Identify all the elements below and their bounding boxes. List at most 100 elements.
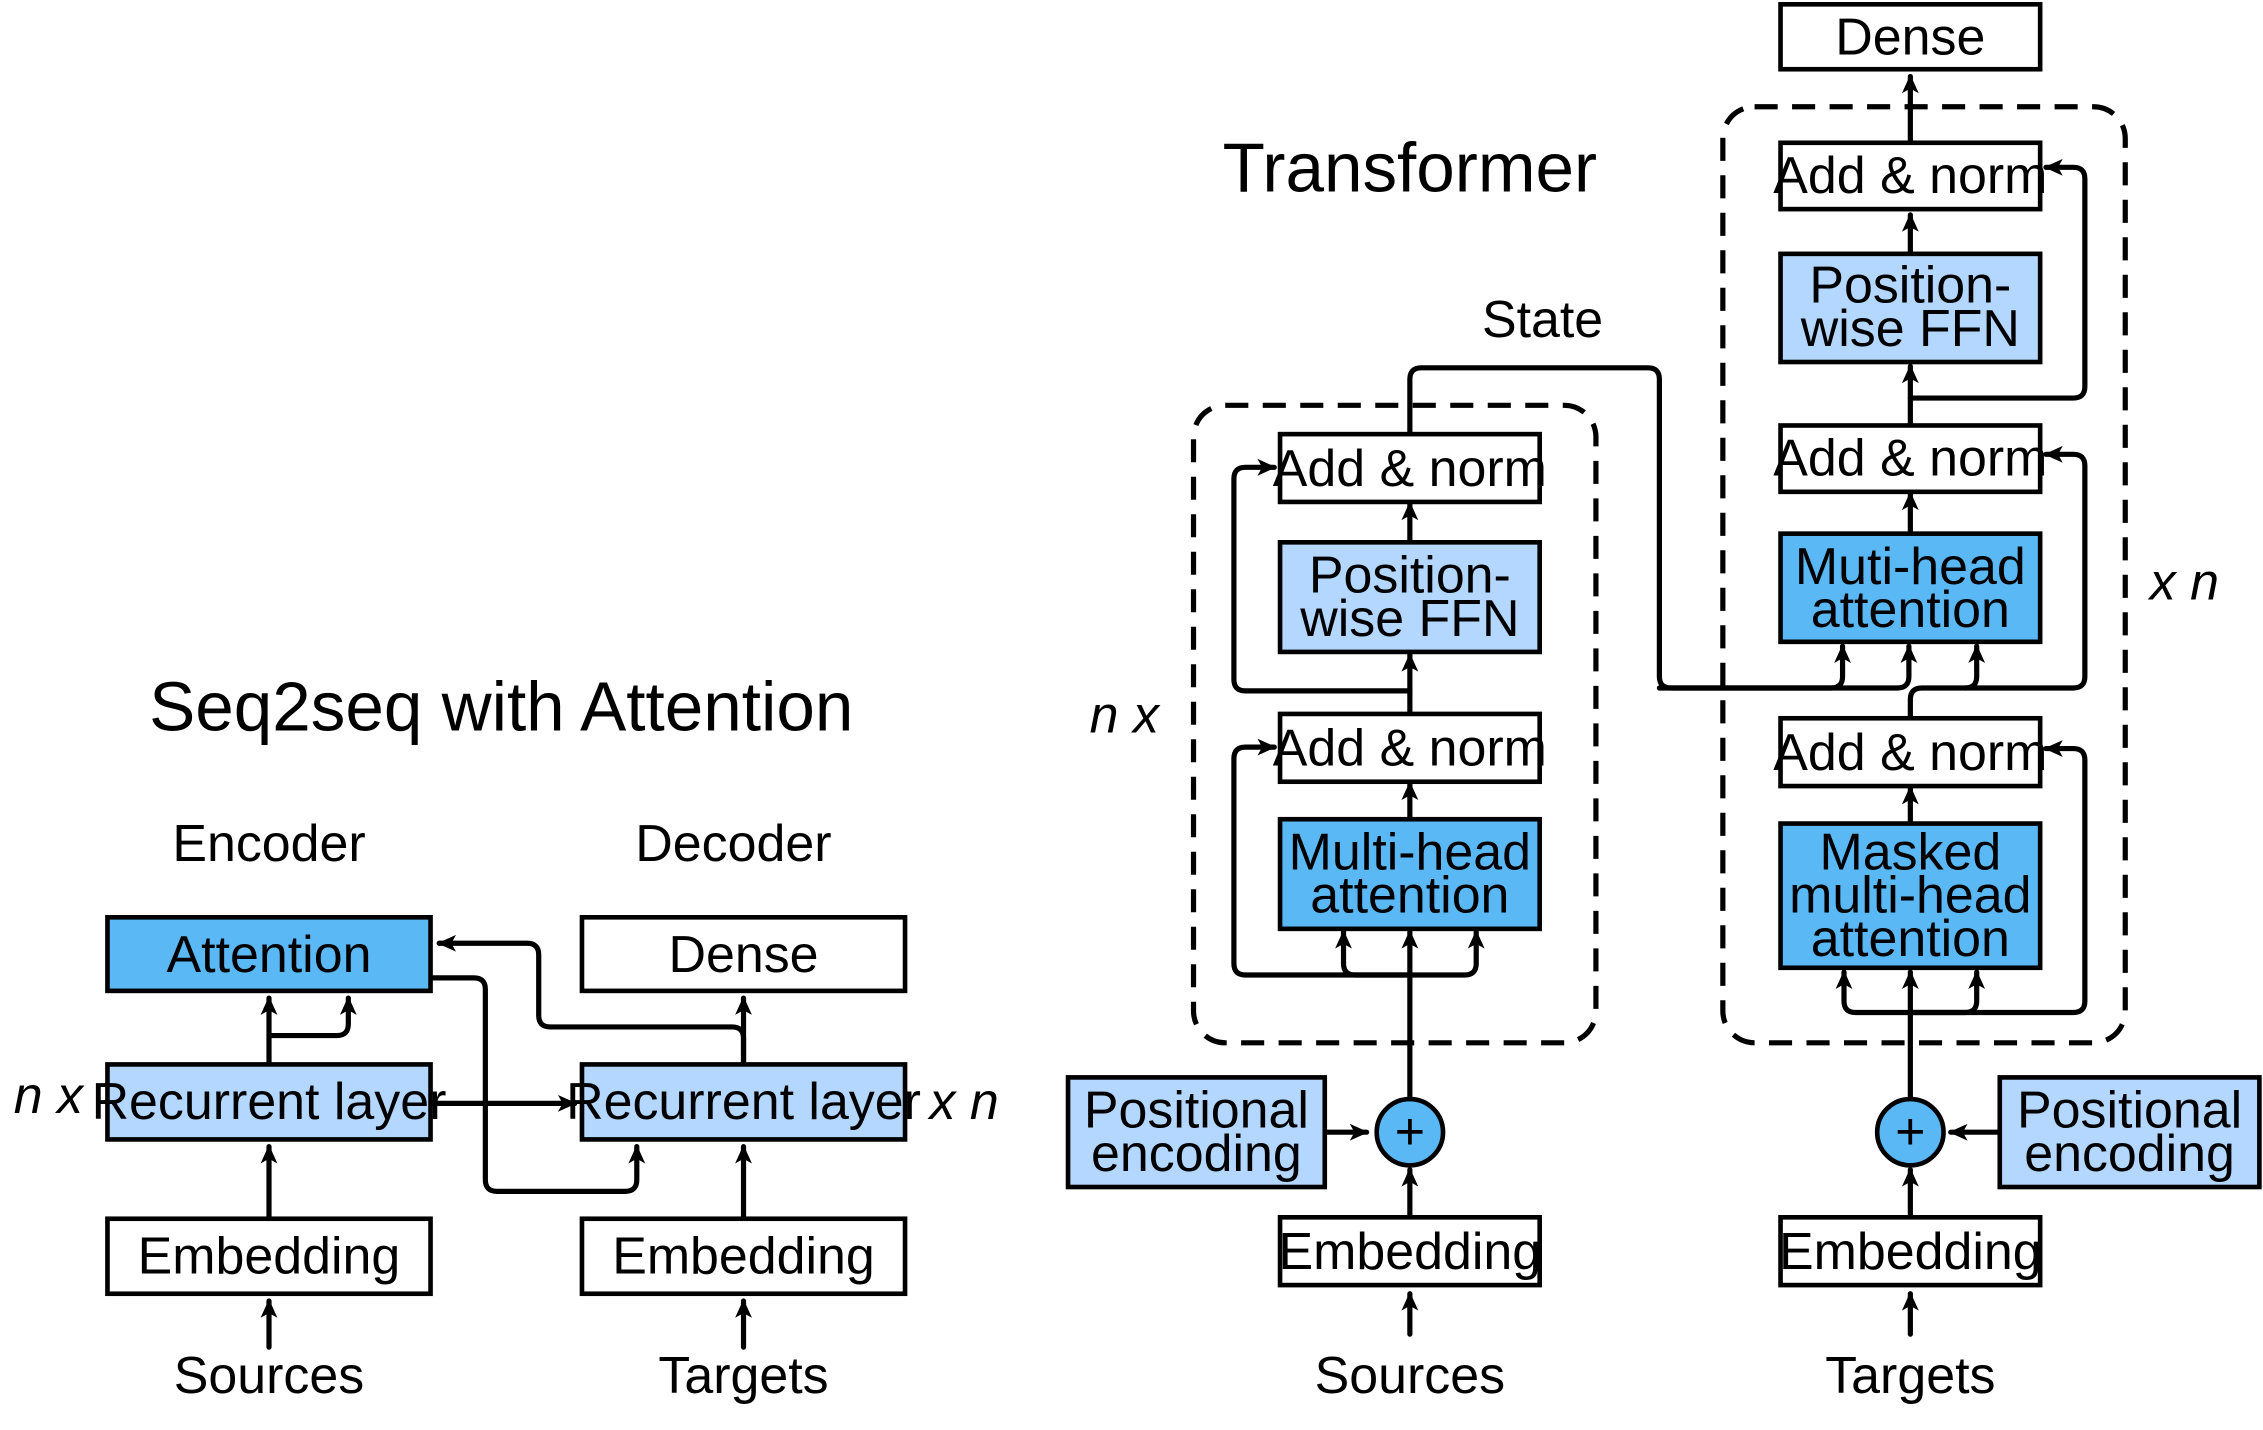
arrow-mha-input-v [1407, 929, 1485, 978]
dec-addnorm-bottom-label: Add & norm [1773, 724, 2047, 782]
dec-positional-box [1997, 1075, 2262, 1190]
dec-mha-label-line2: attention [1811, 581, 2010, 639]
dec-addnorm-mid-block: Add & norm [1773, 423, 2047, 495]
dec-embedding-box [1778, 1215, 2043, 1288]
enc-mha-label-line2: attention [1310, 867, 1509, 925]
enc-ffn-block: Position- wise FFN [1277, 540, 1542, 655]
decoder-repeat-label: x n [2147, 554, 2219, 612]
dec-mha-label-line1: Muti-head [1795, 538, 2026, 596]
enc-mha-block: Multi-head attention [1277, 816, 1542, 932]
dec-mha-block: Muti-head attention [1778, 531, 2043, 645]
dec-addnorm-bottom-block: Add & norm [1773, 715, 2047, 789]
dec-embedding-block: Embedding [1778, 1215, 2043, 1288]
dec-mha-box [1778, 531, 2043, 645]
enc-addnorm-bottom-label: Add & norm [1273, 720, 1547, 778]
decoder-embedding-block: Embedding [579, 1216, 908, 1297]
state-to-decoder-attention [1407, 365, 1918, 691]
encoder-recurrent-label: Recurrent layer [92, 1073, 447, 1131]
residual-mha [1231, 738, 1413, 978]
enc-positional-block: Positional encoding [1065, 1075, 1328, 1190]
encoder-embedding-label: Embedding [138, 1227, 401, 1285]
dec-masked-box [1778, 821, 2043, 971]
decoder-embedding-label: Embedding [612, 1227, 875, 1285]
arrow-attention-context-to-decoder [429, 975, 646, 1194]
arrow-addnorm-to-mha-q [1907, 643, 1986, 720]
encoder-recurrent-block: Recurrent layer [92, 1062, 447, 1142]
enc-plus-node: + [1374, 1096, 1446, 1168]
seq2seq-connectors [260, 934, 752, 1350]
targets-label: Targets [658, 1347, 828, 1405]
residual-masked [1907, 740, 2088, 1016]
enc-positional-label-line1: Positional [1084, 1082, 1309, 1140]
arrow-mha-input-k [1335, 929, 1413, 978]
enc-mha-label-line1: Multi-head [1289, 823, 1531, 881]
dec-dense-box [1778, 2, 2043, 72]
state-label: State [1482, 291, 1603, 349]
dec-dense-block: Dense [1778, 2, 2043, 72]
dec-positional-block: Positional encoding [1997, 1075, 2262, 1190]
dec-addnorm-mid-box [1778, 423, 2043, 495]
dec-plus-label: + [1895, 1103, 1925, 1161]
transformer-targets-label: Targets [1825, 1347, 1995, 1405]
transformer-decoder-connectors [1835, 73, 2088, 1337]
transformer-panel: Transformer State n x x n [1065, 2, 2262, 1405]
decoder-recurrent-block: Recurrent layer [566, 1062, 921, 1142]
dec-ffn-box [1778, 251, 2043, 365]
dec-positional-label-line2: encoding [2024, 1125, 2235, 1183]
dec-embedding-label: Embedding [1779, 1223, 2042, 1281]
enc-addnorm-top-label: Add & norm [1273, 440, 1547, 498]
enc-positional-label-line2: encoding [1091, 1125, 1302, 1183]
decoder-dense-block: Dense [579, 915, 908, 994]
enc-embedding-label: Embedding [1279, 1223, 1542, 1281]
residual-ffn [1907, 158, 2088, 401]
arrow-masked-input-k [1835, 969, 1913, 1016]
dec-addnorm-top-box [1778, 140, 2043, 212]
decoder-repeat-block [1720, 104, 2128, 1046]
dec-plus-node: + [1874, 1096, 1946, 1168]
encoder-repeat-label: n x [14, 1067, 85, 1125]
decoder-dense-label: Dense [668, 926, 818, 984]
dec-ffn-label-line1: Position- [1809, 257, 2011, 315]
arrow-recurrent-branch-to-attention [266, 995, 357, 1039]
enc-positional-box [1065, 1075, 1328, 1190]
decoder-repeat-label: x n [927, 1073, 999, 1131]
transformer-title: Transformer [1223, 128, 1597, 206]
enc-embedding-box [1277, 1215, 1542, 1288]
dec-plus-circle [1874, 1096, 1946, 1168]
enc-ffn-label-line2: wise FFN [1299, 590, 1519, 648]
enc-embedding-block: Embedding [1277, 1215, 1542, 1288]
enc-plus-circle [1374, 1096, 1446, 1168]
attention-label: Attention [167, 926, 372, 984]
transformer-sources-label: Sources [1315, 1347, 1505, 1405]
dec-addnorm-bottom-box [1778, 715, 2043, 789]
transformer-encoder-connectors [1231, 365, 1918, 1337]
dec-positional-label-line1: Positional [2017, 1082, 2242, 1140]
encoder-embedding-block: Embedding [105, 1216, 433, 1297]
dec-masked-label-line1: Masked [1819, 823, 2001, 881]
dec-ffn-block: Position- wise FFN [1778, 251, 2043, 365]
enc-addnorm-top-box [1277, 431, 1542, 505]
residual-ffn [1231, 458, 1413, 694]
dec-masked-block: Masked multi-head attention [1778, 821, 2043, 971]
dec-ffn-label-line2: wise FFN [1800, 300, 2020, 358]
encoder-repeat-label: n x [1090, 686, 1161, 744]
enc-ffn-label-line1: Position- [1309, 546, 1511, 604]
enc-mha-box [1277, 816, 1542, 932]
encoder-label: Encoder [172, 815, 365, 873]
dec-addnorm-mid-label: Add & norm [1773, 430, 2047, 488]
sources-label: Sources [174, 1347, 364, 1405]
enc-addnorm-top-block: Add & norm [1273, 431, 1547, 505]
encoder-embedding-box [105, 1216, 433, 1297]
dec-addnorm-top-block: Add & norm [1773, 140, 2047, 212]
decoder-dense-box [579, 915, 908, 994]
dec-masked-label-line2: multi-head [1789, 867, 2031, 925]
seq2seq-panel: Seq2seq with Attention Encoder Decoder n… [14, 668, 999, 1405]
dec-dense-label: Dense [1835, 9, 1985, 67]
decoder-embedding-box [579, 1216, 908, 1297]
decoder-label: Decoder [635, 815, 831, 873]
state-to-decoder-attention-k [1656, 643, 1851, 691]
residual-mha [1962, 445, 2088, 691]
enc-addnorm-bottom-box [1277, 711, 1542, 785]
dec-masked-label-line3: attention [1811, 910, 2010, 968]
